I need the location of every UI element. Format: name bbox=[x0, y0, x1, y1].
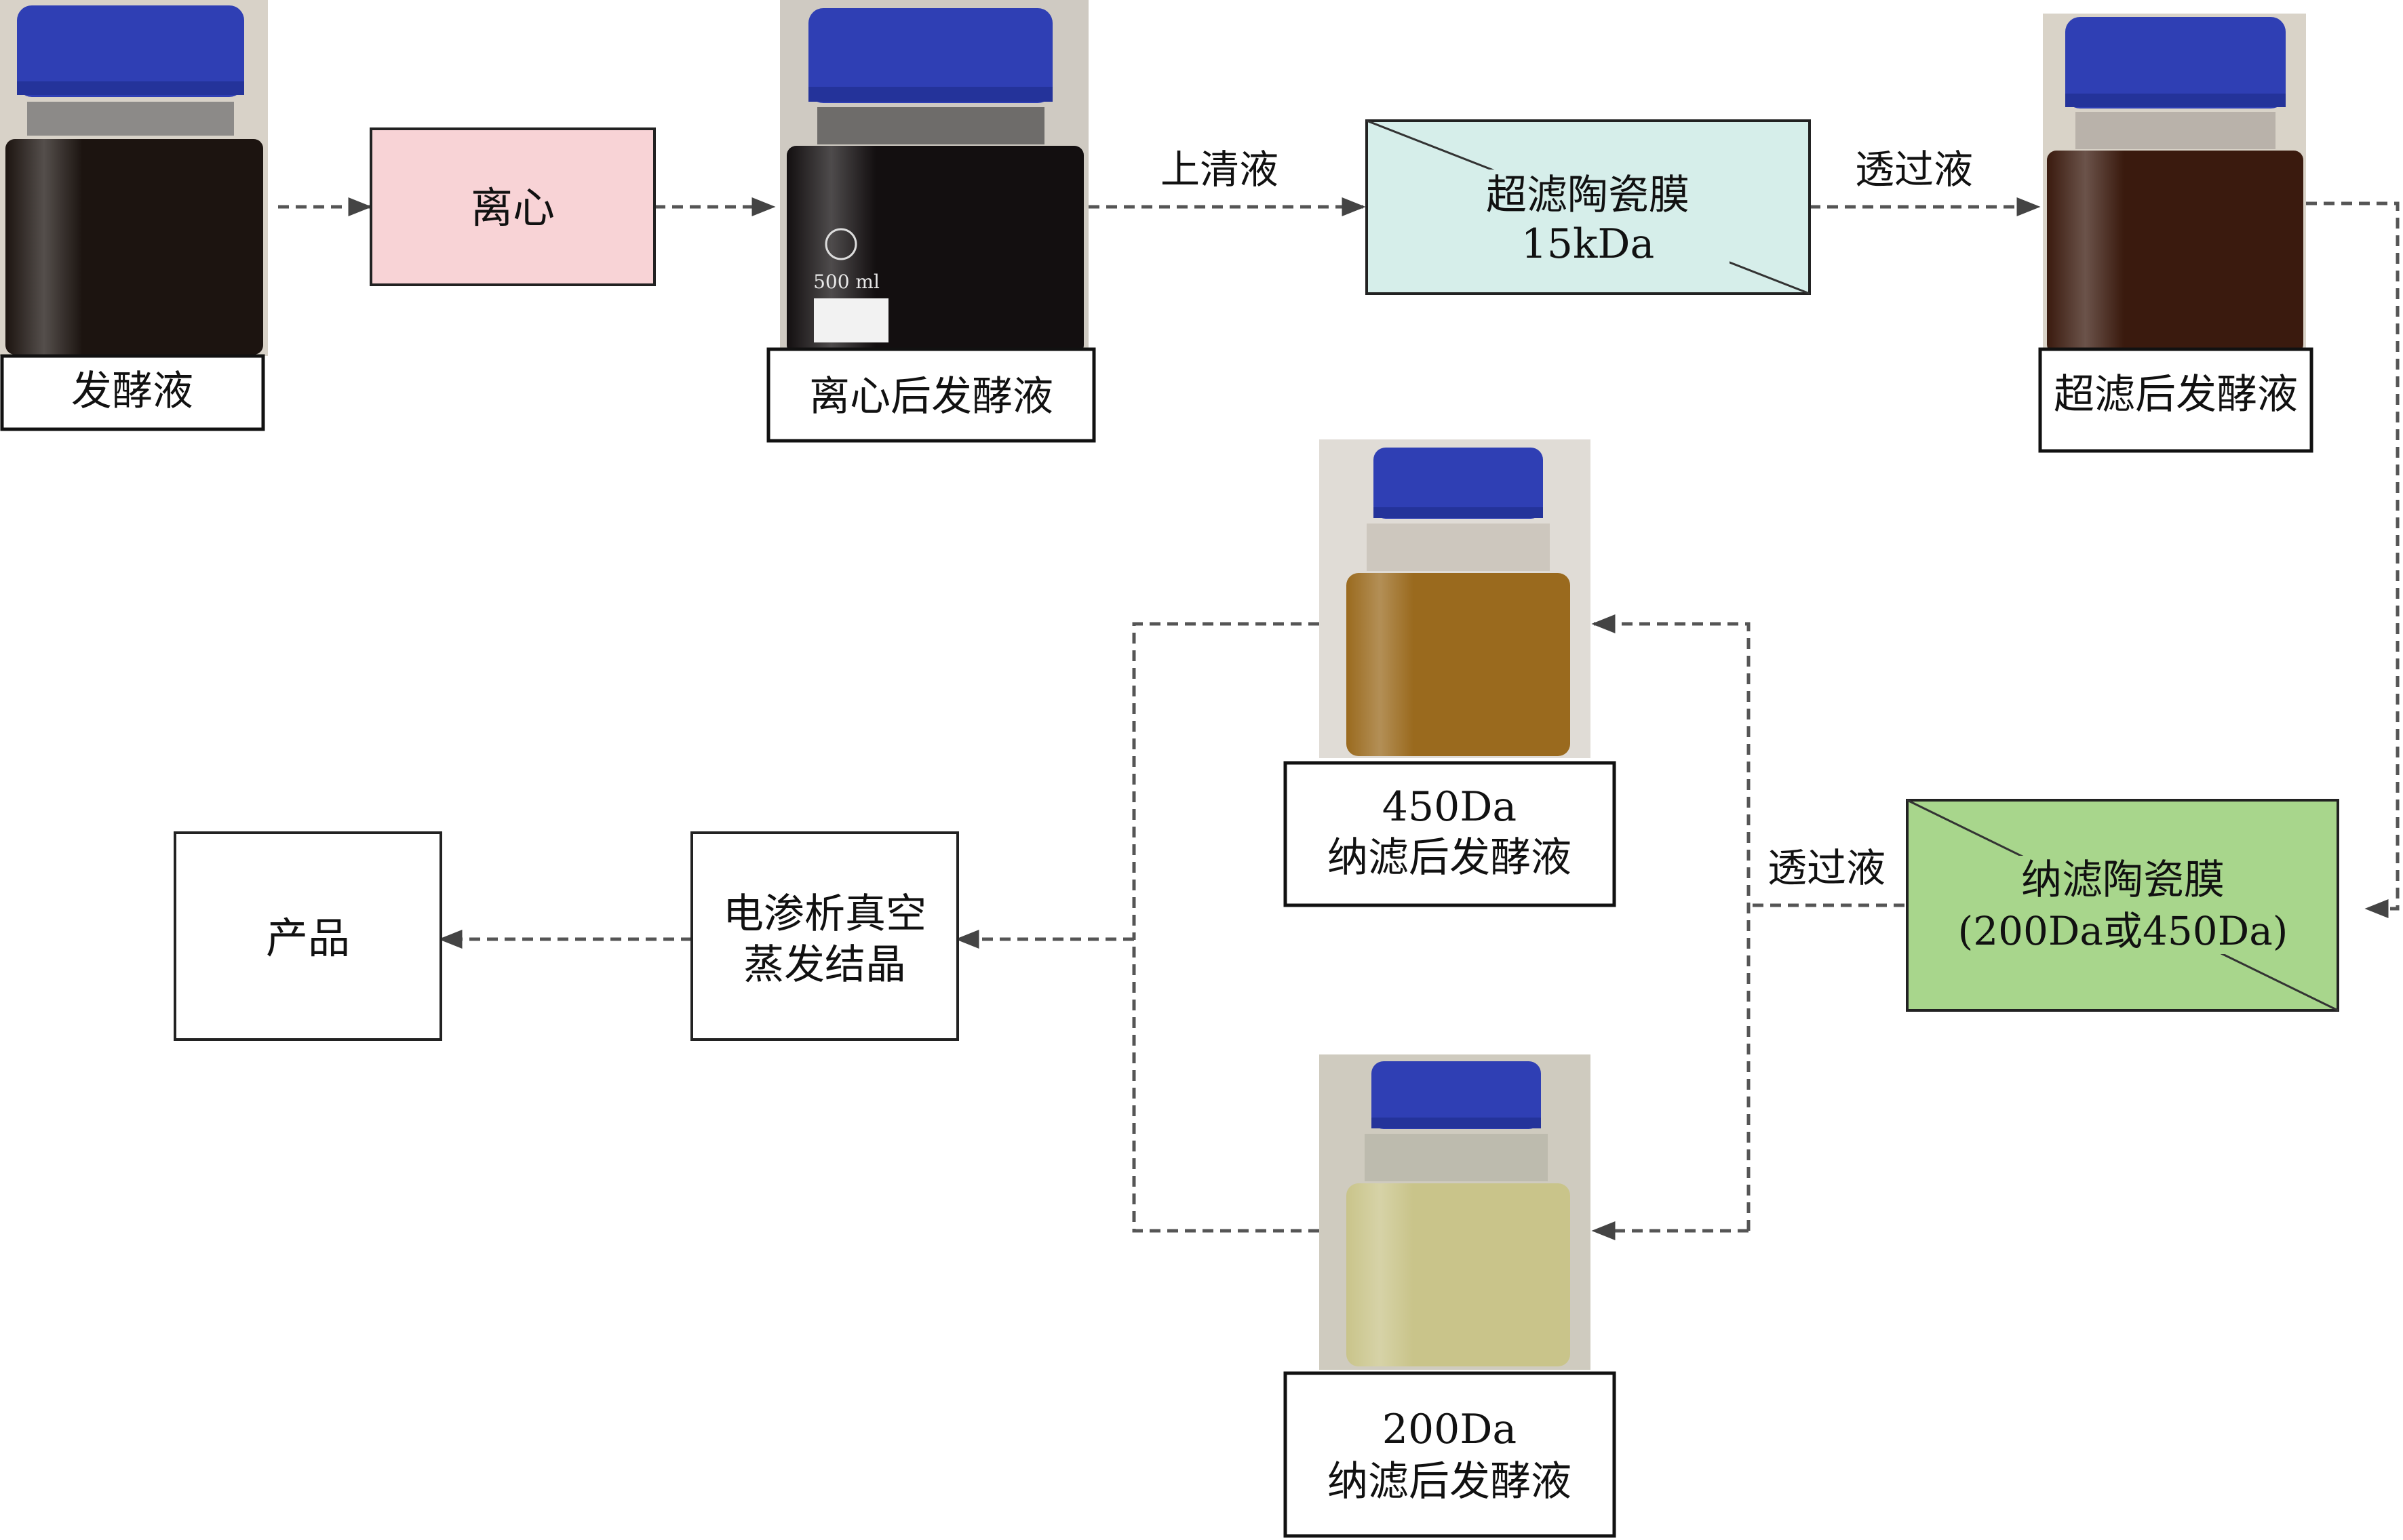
line-from-nf450 bbox=[1132, 622, 1319, 939]
nf-membrane-size: (200Da或450Da) bbox=[1958, 908, 2288, 954]
caption-raw-broth: 发酵液 bbox=[71, 368, 193, 415]
arrow-to-nf450-bottle bbox=[1591, 614, 1751, 1231]
caption-box-nf200-broth bbox=[1283, 1371, 1616, 1538]
bottle-nf450-broth bbox=[1319, 439, 1590, 758]
line-from-nf200 bbox=[1132, 939, 1319, 1233]
bottle-centrifuged-broth: 500 ml bbox=[780, 0, 1089, 356]
label-nf-permeate: 透过液 bbox=[1767, 845, 1886, 891]
caption-box-raw-broth bbox=[0, 354, 265, 431]
bottle-uf-broth bbox=[2043, 14, 2306, 356]
label-uf-permeate: 透过液 bbox=[1855, 146, 1973, 193]
flow-connectors bbox=[278, 197, 2400, 1240]
bottle-nf200-broth bbox=[1319, 1054, 1590, 1370]
arrow-uf-broth-to-nf bbox=[2306, 201, 2400, 918]
electrodialysis-box bbox=[690, 831, 959, 1041]
bottle-cap bbox=[17, 5, 244, 97]
centrifuge-box bbox=[370, 127, 656, 286]
bottle-cap bbox=[1371, 1061, 1541, 1129]
product-label: 产品 bbox=[266, 913, 350, 963]
caption-box-uf-broth bbox=[2038, 347, 2313, 453]
bottle-cap bbox=[1373, 448, 1543, 519]
electrodialysis-label: 电渗析真空 bbox=[723, 890, 926, 938]
bottle-cap bbox=[808, 8, 1053, 103]
caption-box-nf450-broth bbox=[1283, 761, 1616, 907]
bottle-volume-label: 500 ml bbox=[813, 271, 880, 293]
caption-centrifuged-broth: 离心后发酵液 bbox=[809, 373, 1053, 420]
caption-nf450-size: 450Da bbox=[1382, 783, 1517, 831]
caption-box-centrifuged-broth bbox=[766, 347, 1096, 443]
label-supernatant: 上清液 bbox=[1160, 146, 1278, 193]
uf-membrane-label: 超滤陶瓷膜 bbox=[1486, 172, 1689, 219]
caption-nf200-broth: 纳滤后发酵液 bbox=[1327, 1458, 1571, 1505]
caption-nf200-size: 200Da bbox=[1382, 1406, 1517, 1453]
bottle-raw-broth bbox=[0, 0, 268, 356]
nf-membrane-label: 纳滤陶瓷膜 bbox=[2021, 856, 2225, 904]
bottle-cap bbox=[2065, 17, 2286, 108]
centrifuge-label: 离心 bbox=[471, 183, 555, 233]
caption-nf450-broth: 纳滤后发酵液 bbox=[1327, 834, 1571, 882]
caption-uf-broth: 超滤后发酵液 bbox=[2054, 371, 2298, 418]
product-box bbox=[174, 831, 442, 1041]
uf-membrane-size: 15kDa bbox=[1521, 220, 1655, 268]
evaporation-label: 蒸发结晶 bbox=[743, 941, 906, 989]
